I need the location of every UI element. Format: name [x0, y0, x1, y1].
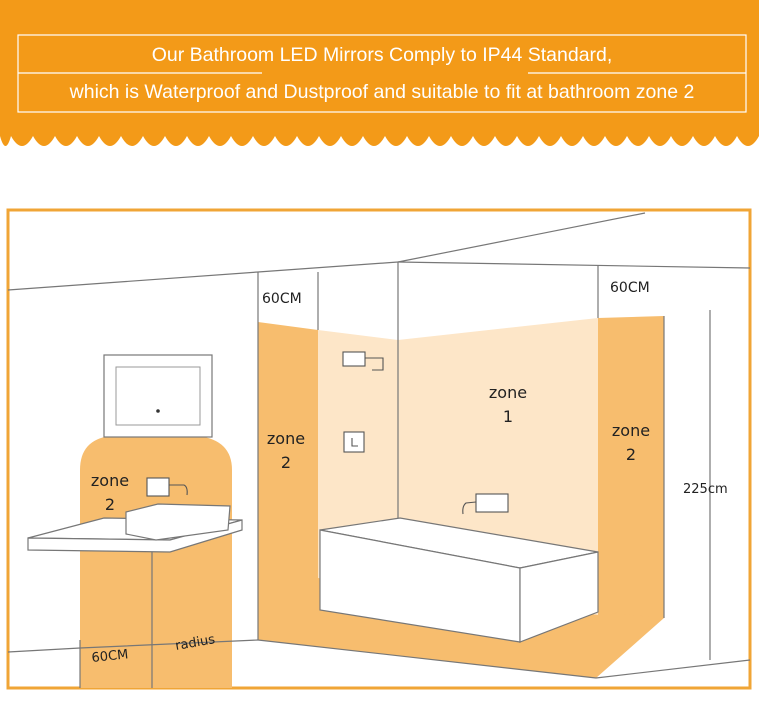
banner-background	[0, 0, 759, 146]
led-mirror-glass	[115, 366, 201, 426]
ceiling-right-line	[397, 212, 646, 263]
bathroom-zones-diagram: 60CM 60CM 225cm 60CM radius zone 1 zone …	[0, 200, 759, 699]
shower-head-plate	[342, 351, 366, 367]
zone-1-number: 1	[503, 407, 513, 426]
basin-tap-plate	[146, 477, 170, 497]
basin-tap-icon	[169, 484, 188, 496]
shower-head-icon	[365, 357, 384, 371]
zone-2-basin-word: zone	[91, 471, 129, 490]
vanity-counter-front	[27, 519, 243, 553]
basin-body	[125, 503, 231, 541]
banner-title-line-1: Our Bathroom LED Mirrors Comply to IP44 …	[151, 44, 613, 66]
shower-valve-icon	[351, 438, 358, 447]
dimension-60cm-left-label: 60CM	[262, 291, 302, 307]
led-mirror-touch-sensor	[156, 409, 160, 413]
zone-2-left-wall-area	[258, 322, 318, 640]
banner-scalloped-shape	[0, 0, 759, 146]
floor-front-line	[257, 639, 597, 679]
floor-right-line	[595, 659, 751, 679]
dimension-225cm-label: 225cm	[683, 482, 728, 497]
zone-2-basin-area	[80, 436, 232, 688]
dimension-60cm-right-label: 60CM	[610, 280, 650, 296]
zone-2-basin-number: 2	[105, 495, 115, 514]
bath-tap-icon	[462, 501, 477, 515]
shower-valve-plate	[343, 431, 365, 453]
bath-tap-plate	[475, 493, 509, 513]
zone-2-left-wall-number: 2	[281, 453, 291, 472]
zone-2-left-wall-word: zone	[267, 429, 305, 448]
zone-2-right-wall-number: 2	[626, 445, 636, 464]
zone-2-right-wall-area	[598, 316, 664, 618]
dimension-60cm-floor-label: 60CM	[91, 647, 129, 666]
zone-1-word: zone	[489, 383, 527, 402]
wall-right-top-line	[397, 261, 751, 269]
bathtub-side	[519, 551, 599, 643]
header-banner: Our Bathroom LED Mirrors Comply to IP44 …	[0, 0, 759, 160]
banner-title-line-2: which is Waterproof and Dustproof and su…	[69, 81, 695, 103]
radius-label: radius	[174, 632, 216, 654]
zone-2-right-wall-word: zone	[612, 421, 650, 440]
